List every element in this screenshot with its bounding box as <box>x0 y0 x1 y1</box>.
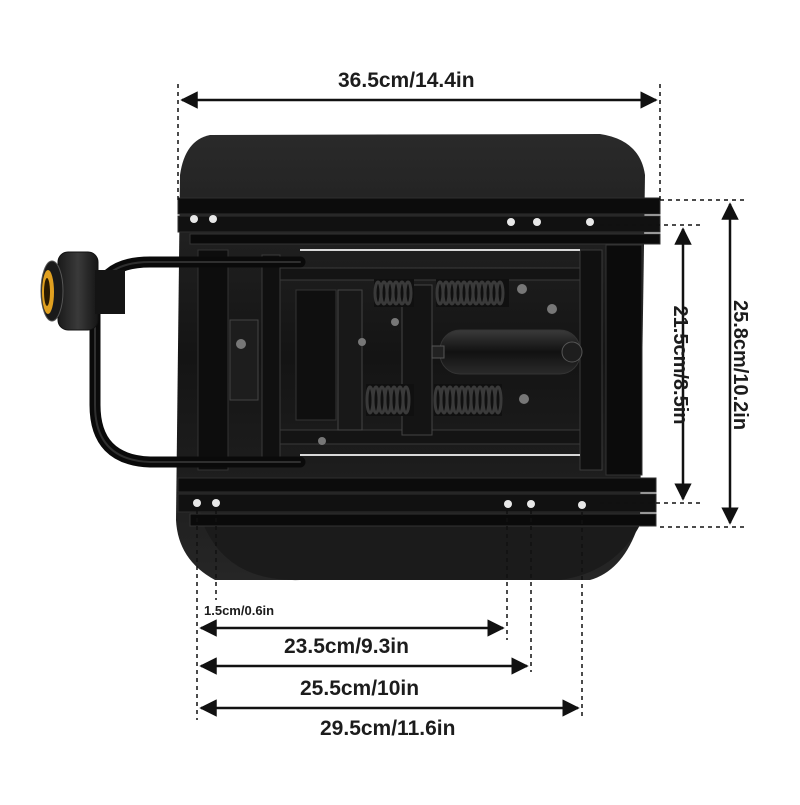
rail-hole <box>190 215 198 223</box>
spring-coil-turn <box>403 280 413 306</box>
suspension-frame <box>197 244 643 476</box>
hole-spacing-3-label: 29.5cm/11.6in <box>320 717 456 740</box>
rail-hole <box>209 215 217 223</box>
spring-coil-turn <box>495 280 505 306</box>
shock-absorber <box>431 329 583 375</box>
bottom-slide-rail <box>177 477 657 527</box>
rail-hole <box>578 501 586 509</box>
suspension-springs <box>365 279 509 416</box>
rail-hole <box>504 500 512 508</box>
hole-offset-label: 1.5cm/0.6in <box>204 603 275 618</box>
spring-coil-turn <box>401 385 411 415</box>
rail-hole <box>212 499 220 507</box>
rail-spacing-outer-label: 25.8cm/10.2in <box>729 299 751 431</box>
handle-bar <box>89 256 306 468</box>
rail-hole <box>507 218 515 226</box>
rail-hole <box>193 499 201 507</box>
rail-hole <box>533 218 541 226</box>
hole-spacing-1-label: 23.5cm/9.3in <box>284 635 409 658</box>
rail-hole <box>527 500 535 508</box>
rail-spacing-inner-label: 21.5cm/8.5in <box>669 305 691 425</box>
dimension-lines <box>177 84 745 720</box>
spring-coil-turn <box>493 385 503 415</box>
overall-width-label: 36.5cm/14.4in <box>338 69 475 92</box>
rail-hole <box>586 218 594 226</box>
adjustment-knob-icon <box>40 251 125 331</box>
hole-spacing-2-label: 25.5cm/10in <box>300 677 420 700</box>
top-slide-rail <box>177 197 661 245</box>
